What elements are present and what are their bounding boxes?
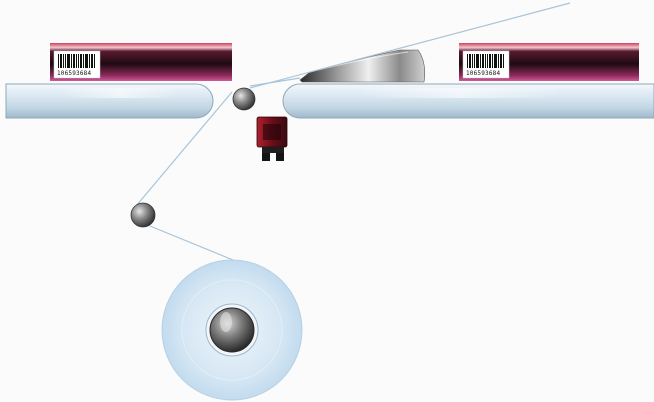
left-conveyor <box>5 83 214 119</box>
left-carton: 106593684 <box>50 43 232 81</box>
guide-roller <box>130 202 156 228</box>
barcode-icon <box>467 54 504 68</box>
barcode-icon <box>58 54 95 68</box>
peel-roller <box>232 87 256 111</box>
right-barcode-number: 106593684 <box>466 70 500 77</box>
right-carton: 106593684 <box>459 43 639 81</box>
print-head-icon <box>256 116 288 161</box>
label-roll-icon <box>161 259 303 401</box>
label-web <box>135 2 571 263</box>
right-conveyor <box>282 83 654 119</box>
right-barcode-label: 106593684 <box>462 50 510 79</box>
peeling-label <box>299 49 426 83</box>
left-barcode-label: 106593684 <box>53 50 101 79</box>
left-barcode-number: 106593684 <box>57 70 91 77</box>
